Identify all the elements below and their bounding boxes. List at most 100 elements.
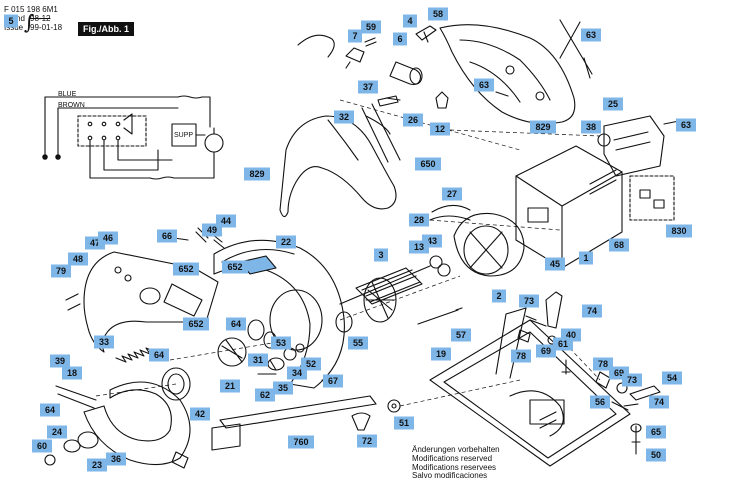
part-number-label: 68	[614, 240, 624, 250]
part-callout-760: 760	[288, 435, 314, 449]
part-callout-box	[287, 366, 307, 380]
note-line: Salvo modificaciones	[412, 471, 488, 481]
part-callout-box	[190, 407, 210, 421]
part-callout-54: 54	[662, 371, 682, 385]
part-callout-59: 59	[361, 20, 381, 34]
part-callout-box	[519, 294, 539, 308]
part-number-label: 32	[339, 112, 349, 122]
part-number-label: 22	[281, 237, 291, 247]
part-callout-3: 3	[374, 248, 388, 262]
part-number-label: 51	[399, 418, 409, 428]
part-callout-box	[358, 80, 378, 94]
part-callout-62: 62	[255, 388, 275, 402]
part-callout-box	[276, 235, 296, 249]
part-number-label: 69	[541, 346, 551, 356]
part-number-label: 24	[52, 427, 62, 437]
part-callout-box	[409, 213, 429, 227]
part-number-label: 73	[627, 375, 637, 385]
part-callout-box	[248, 353, 268, 367]
part-number-label: 13	[414, 242, 424, 252]
part-callout-66: 66	[157, 229, 177, 243]
part-callout-73: 73	[519, 294, 539, 308]
doc-number: F 015 198 6M1	[4, 5, 58, 14]
part-callout-box	[409, 240, 429, 254]
part-callout-box	[646, 448, 666, 462]
part-number-label: 74	[587, 306, 597, 316]
part-callout-box	[271, 336, 291, 350]
part-number-label: 54	[667, 373, 677, 383]
part-callout-box	[32, 439, 52, 453]
part-callout-63: 63	[676, 118, 696, 132]
part-callout-19: 19	[431, 347, 451, 361]
part-callout-27: 27	[442, 187, 462, 201]
part-callout-79: 79	[51, 264, 71, 278]
part-number-label: 62	[260, 390, 270, 400]
part-callout-34: 34	[287, 366, 307, 380]
part-number-label: 78	[516, 351, 526, 361]
part-callout-49: 49	[202, 223, 222, 237]
part-callout-65: 65	[646, 425, 666, 439]
part-callout-67: 67	[323, 374, 343, 388]
part-callout-box	[357, 434, 377, 448]
part-number-label: 34	[292, 368, 302, 378]
part-callout-2: 2	[492, 289, 506, 303]
part-callout-box	[474, 78, 494, 92]
part-callout-box	[393, 32, 407, 46]
part-callout-box	[51, 264, 71, 278]
part-callout-box	[87, 458, 107, 472]
part-callout-64: 64	[149, 348, 169, 362]
part-callout-box	[622, 373, 642, 387]
part-callout-box	[4, 14, 18, 28]
suppressor-label: SUPP	[174, 132, 194, 139]
part-callout-box	[403, 113, 423, 127]
part-callout-35: 35	[273, 381, 293, 395]
part-callout-33: 33	[94, 335, 114, 349]
part-callout-box	[374, 248, 388, 262]
part-callout-box	[430, 122, 450, 136]
part-number-label: 64	[231, 319, 241, 329]
part-number-label: 73	[524, 296, 534, 306]
part-number-label: 25	[608, 99, 618, 109]
part-callout-box	[273, 381, 293, 395]
part-callout-box	[288, 435, 314, 449]
part-callout-box	[590, 395, 610, 409]
part-callout-box	[428, 7, 448, 21]
part-callout-32: 32	[334, 110, 354, 124]
part-number-label: 19	[436, 349, 446, 359]
part-callout-829: 829	[530, 120, 556, 134]
part-number-label: 31	[253, 355, 263, 365]
part-number-label: 46	[103, 233, 113, 243]
part-callout-64: 64	[226, 317, 246, 331]
part-number-label: 652	[188, 319, 203, 329]
part-callout-box	[649, 395, 669, 409]
part-callout-box	[536, 344, 556, 358]
part-number-label: 79	[56, 266, 66, 276]
note-line: Änderungen vorbehalten	[412, 445, 500, 454]
part-callout-31: 31	[248, 353, 268, 367]
part-callout-box	[676, 118, 696, 132]
part-callout-78: 78	[593, 357, 613, 371]
part-callout-50: 50	[646, 448, 666, 462]
part-number-label: 74	[654, 397, 664, 407]
part-number-label: 64	[154, 350, 164, 360]
part-callout-6: 6	[393, 32, 407, 46]
part-callout-63: 63	[581, 28, 601, 42]
part-callout-42: 42	[190, 407, 210, 421]
part-number-label: 42	[195, 409, 205, 419]
part-number-label: 50	[651, 450, 661, 460]
part-callout-650: 650	[415, 157, 441, 171]
part-number-label: 38	[586, 122, 596, 132]
part-callout-21: 21	[220, 379, 240, 393]
part-callout-69: 69	[536, 344, 556, 358]
part-callout-box	[244, 167, 270, 181]
part-callout-box	[40, 403, 60, 417]
part-callout-830: 830	[666, 224, 692, 238]
part-callout-26: 26	[403, 113, 423, 127]
part-number-label: 40	[566, 330, 576, 340]
part-number-label: 4	[407, 16, 412, 26]
part-number-label: 7	[352, 31, 357, 41]
part-callout-box	[50, 354, 70, 368]
issue-date: 99-01-18	[30, 23, 63, 32]
part-callout-60: 60	[32, 439, 52, 453]
part-callout-box	[530, 120, 556, 134]
